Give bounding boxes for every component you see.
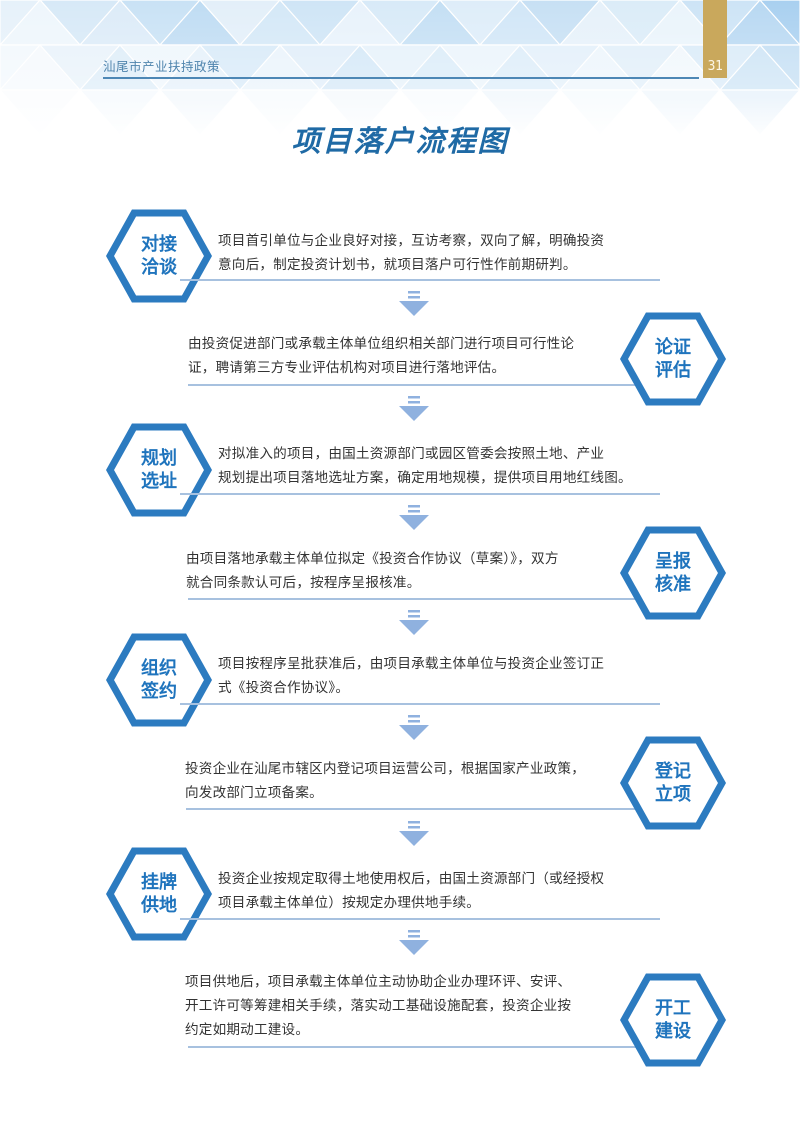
step-label: 对接洽谈 bbox=[141, 234, 177, 278]
step-divider bbox=[180, 703, 660, 705]
hexagon-badge-icon: 论证评估 bbox=[620, 312, 726, 406]
page-title: 项目落户流程图 bbox=[291, 124, 509, 158]
step-description: 对拟准入的项目，由国土资源部门或园区管委会按照土地、产业规划提出项目落地选址方案… bbox=[218, 446, 632, 486]
down-arrow-icon bbox=[399, 396, 429, 421]
hexagon-badge-icon: 登记立项 bbox=[620, 736, 726, 830]
page-number: 31 bbox=[707, 59, 723, 74]
down-arrow-icon bbox=[399, 610, 429, 635]
hexagon-badge-icon: 规划选址 bbox=[106, 423, 212, 517]
step-label: 规划选址 bbox=[141, 448, 177, 492]
down-arrow-icon bbox=[399, 821, 429, 846]
step-label: 登记立项 bbox=[655, 761, 691, 805]
hexagon-badge-icon: 开工建设 bbox=[620, 973, 726, 1067]
down-arrow-icon bbox=[399, 715, 429, 740]
step-label: 论证评估 bbox=[655, 337, 691, 381]
hexagon-badge-icon: 挂牌供地 bbox=[106, 847, 212, 941]
header-divider bbox=[103, 77, 699, 79]
step-divider bbox=[186, 808, 648, 810]
step-description: 项目首引单位与企业良好对接，互访考察，双向了解，明确投资意向后，制定投资计划书，… bbox=[218, 233, 605, 273]
step-label: 组织签约 bbox=[141, 658, 177, 702]
step-description: 投资企业按规定取得土地使用权后，由国土资源部门（或经授权项目承载主体单位）按规定… bbox=[218, 871, 605, 911]
step-description: 项目供地后，项目承载主体单位主动协助企业办理环评、安评、开工许可等筹建相关手续，… bbox=[185, 974, 572, 1038]
down-arrow-icon bbox=[399, 291, 429, 316]
step-divider bbox=[180, 918, 660, 920]
step-label: 呈报核准 bbox=[655, 551, 691, 595]
step-divider bbox=[188, 598, 648, 600]
publication-title: 汕尾市产业扶持政策 bbox=[103, 59, 221, 74]
step-description: 投资企业在汕尾市辖区内登记项目运营公司，根据国家产业政策，向发改部门立项备案。 bbox=[185, 761, 586, 801]
hexagon-badge-icon: 对接洽谈 bbox=[106, 209, 212, 303]
down-arrow-icon bbox=[399, 930, 429, 955]
page-number-tab: 31 bbox=[703, 0, 727, 78]
step-divider bbox=[188, 384, 648, 386]
down-arrow-icon bbox=[399, 505, 429, 530]
hexagon-badge-icon: 组织签约 bbox=[106, 633, 212, 727]
step-divider bbox=[180, 279, 660, 281]
hexagon-badge-icon: 呈报核准 bbox=[620, 526, 726, 620]
step-description: 由项目落地承载主体单位拟定《投资合作协议（草案）》，双方就合同条款认可后，按程序… bbox=[186, 551, 559, 591]
step-label: 开工建设 bbox=[655, 998, 691, 1042]
step-divider bbox=[188, 1046, 648, 1048]
step-description: 项目按程序呈批获准后，由项目承载主体单位与投资企业签订正式《投资合作协议》。 bbox=[218, 656, 605, 696]
step-label: 挂牌供地 bbox=[141, 872, 177, 916]
step-description: 由投资促进部门或承载主体单位组织相关部门进行项目可行性论证，聘请第三方专业评估机… bbox=[188, 336, 575, 376]
step-divider bbox=[180, 493, 660, 495]
